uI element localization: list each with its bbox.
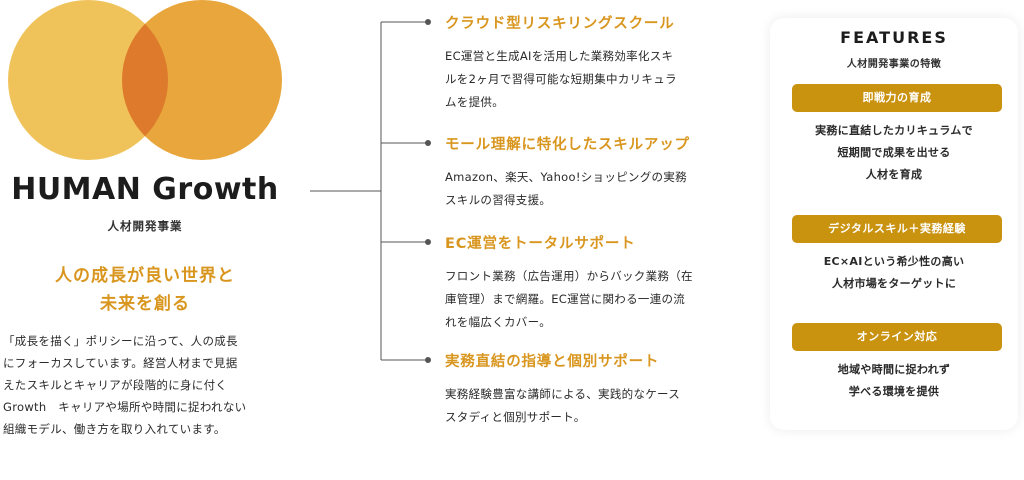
description-line: にフォーカスしています。経営人材まで見据 (3, 356, 238, 370)
connector-dot (425, 19, 431, 25)
description-line: えたスキルとキャリアが段階的に身に付く (3, 378, 228, 392)
features-subtitle: 人材開発事業の特徴 (846, 59, 942, 70)
service-description-line: Amazon、楽天、Yahoo!ショッピングの実務 (445, 170, 687, 184)
feature-description-line: 学べる環境を提供 (848, 385, 940, 398)
service-title: クラウド型リスキリングスクール (445, 16, 675, 32)
service-description: Amazon、楽天、Yahoo!ショッピングの実務 スキルの習得支援。 (445, 166, 745, 212)
brand-name: HUMAN Growth (11, 172, 279, 207)
feature-description: 実務に直結したカリキュラムで 短期間で成果を出せる 人材を育成 (770, 120, 1018, 186)
service-description-line: フロント業務（広告運用）からバック業務（在 (445, 269, 693, 283)
service-description: フロント業務（広告運用）からバック業務（在 庫管理）まで網羅。EC運営に関わる一… (445, 265, 745, 334)
feature-pill: デジタルスキル＋実務経験 (792, 215, 1002, 243)
service-title: モール理解に特化したスキルアップ (445, 137, 690, 153)
service-item: モール理解に特化したスキルアップ Amazon、楽天、Yahoo!ショッピングの… (445, 133, 745, 212)
feature-description-line: EC×AIという希少性の高い (823, 255, 965, 268)
feature-description-line: 人材を育成 (865, 168, 923, 181)
features-title: FEATURES (840, 28, 948, 47)
service-description: 実務経験豊富な講師による、実践的なケース スタディと個別サポート。 (445, 383, 745, 429)
service-description-line: 庫管理）まで網羅。EC運営に関わる一連の流 (445, 292, 686, 306)
description-line: Growth キャリアや場所や時間に捉われない (3, 400, 247, 414)
feature-pill: オンライン対応 (792, 323, 1002, 351)
tagline-line: 人の成長が良い世界と (55, 266, 235, 286)
service-item: クラウド型リスキリングスクール EC運営と生成AIを活用した業務効率化スキ ルを… (445, 12, 745, 114)
feature-description-line: 人材市場をターゲットに (831, 277, 957, 290)
feature-description-line: 地域や時間に捉われず (837, 363, 951, 376)
connector-dot (425, 239, 431, 245)
service-description-line: れを幅広くカバー。 (445, 315, 552, 329)
brand-description: 「成長を描く」ポリシーに沿って、人の成長 にフォーカスしています。経営人材まで見… (3, 330, 297, 440)
connector-dot (425, 357, 431, 363)
description-line: 組織モデル、働き方を取り入れています。 (3, 422, 226, 436)
feature-description-line: 実務に直結したカリキュラムで (815, 124, 973, 137)
service-description-line: EC運営と生成AIを活用した業務効率化スキ (445, 49, 674, 63)
service-description-line: スタディと個別サポート。 (445, 410, 586, 424)
service-description-line: スキルの習得支援。 (445, 193, 552, 207)
tagline-line: 未来を創る (100, 294, 190, 314)
tagline: 人の成長が良い世界と 未来を創る (0, 262, 290, 318)
right-circle (122, 0, 282, 160)
service-item: 実務直結の指導と個別サポート 実務経験豊富な講師による、実践的なケース スタディ… (445, 350, 745, 429)
features-panel: FEATURES 人材開発事業の特徴 即戦力の育成 実務に直結したカリキュラムで… (770, 18, 1018, 430)
service-description-line: 実務経験豊富な講師による、実践的なケース (445, 387, 681, 401)
service-description: EC運営と生成AIを活用した業務効率化スキ ルを2ヶ月で習得可能な短期集中カリキ… (445, 45, 745, 114)
description-line: 「成長を描く」ポリシーに沿って、人の成長 (3, 334, 238, 348)
feature-description: 地域や時間に捉われず 学べる環境を提供 (770, 359, 1018, 403)
brand-subtitle: 人材開発事業 (107, 219, 183, 233)
feature-description: EC×AIという希少性の高い 人材市場をターゲットに (770, 251, 1018, 295)
feature-description-line: 短期間で成果を出せる (837, 146, 951, 159)
feature-pill: 即戦力の育成 (792, 84, 1002, 112)
service-description-line: ルを2ヶ月で習得可能な短期集中カリキュラ (445, 72, 677, 86)
service-title: EC運営をトータルサポート (445, 236, 636, 252)
service-item: EC運営をトータルサポート フロント業務（広告運用）からバック業務（在 庫管理）… (445, 232, 745, 334)
logo-circles (8, 0, 282, 160)
left-circle (8, 0, 168, 160)
service-description-line: ムを提供。 (445, 95, 504, 109)
connector-dot (425, 140, 431, 146)
service-title: 実務直結の指導と個別サポート (445, 354, 660, 370)
